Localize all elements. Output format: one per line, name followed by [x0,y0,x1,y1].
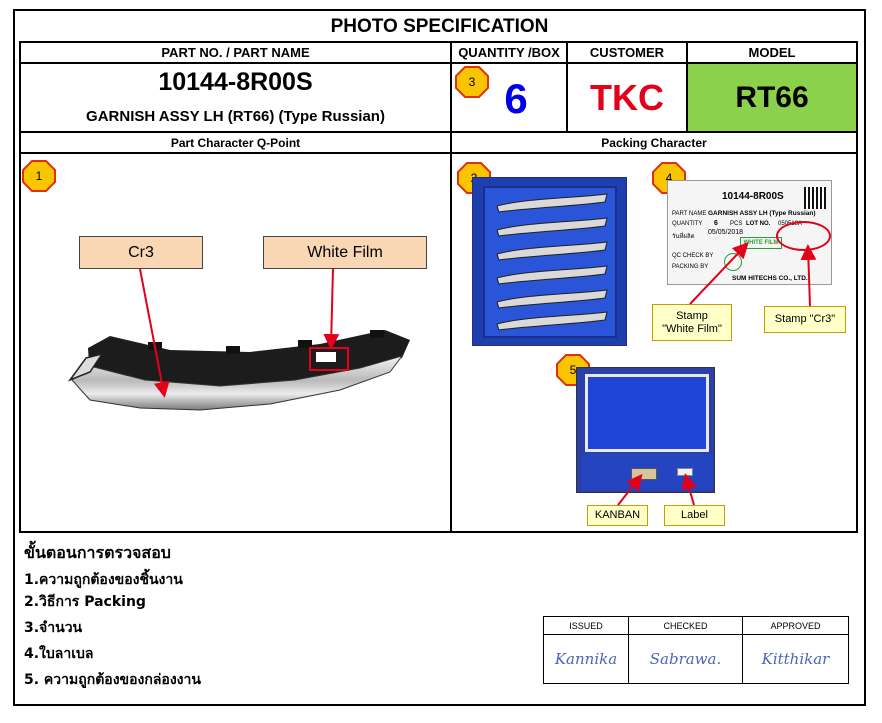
callout-stamp-white-film: Stamp "White Film" [652,304,732,341]
main-body-frame [19,133,858,533]
document-frame [13,9,866,706]
signature-approved: Kitthikar [761,650,830,668]
procedure-title: ขั้นตอนการตรวจสอบ [24,543,171,562]
part-name: GARNISH ASSY LH (RT66) (Type Russian) [86,107,385,125]
callout-arrows-right [617,242,817,506]
quantity-value: 6 [504,75,528,122]
label-card-company: SUM HITECHS CO., LTD. [732,275,808,282]
header-model: MODEL [748,45,796,60]
callout-kanban: KANBAN [587,505,648,526]
procedure-step-2: 2.วิธีการ Packing [24,594,146,610]
label-card-part-name: GARNISH ASSY LH (Type Russian) [708,210,816,217]
signature-table: ISSUED CHECKED APPROVED Kannika Sabrawa.… [543,616,849,684]
header-quantity-box: QUANTITY /BOX [458,45,560,60]
callout-stamp-cr3: Stamp "Cr3" [764,306,846,333]
callout-cr3: Cr3 [79,236,203,269]
tray-photo [472,177,627,346]
procedure-step-4: 4.ใบลาเบล [24,646,94,662]
procedure-step-1: 1.ความถูกต้องของชิ้นงาน [24,572,183,588]
badge-3: 3 [455,66,489,98]
signature-issued-header: ISSUED [569,620,603,631]
document-title: PHOTO SPECIFICATION [330,16,549,37]
customer-value: TKC [590,76,664,118]
stamp-white-film: WHITE FILM [743,240,779,246]
callout-white-film: White Film [263,236,427,269]
section-packing-character: Packing Character [601,136,707,150]
procedure-step-3: 3.จำนวน [24,620,83,636]
model-value: RT66 [688,64,856,131]
callout-label: Label [664,505,725,526]
section-part-character: Part Character Q-Point [170,136,301,150]
signature-approved-header: APPROVED [770,620,821,631]
header-customer: CUSTOMER [589,45,665,60]
callout-arrows-left [139,268,340,398]
header-part-no-name: PART NO. / PART NAME [161,45,310,60]
packing-label-card: 10144-8R00S PART NAME GARNISH ASSY LH (T… [667,180,832,285]
part-number: 10144-8R00S [158,67,313,96]
signature-checked: Sabrawa. [649,650,722,668]
header-row [19,41,858,133]
signature-issued: Kannika [554,650,618,668]
badge-1: 1 [22,160,56,192]
box-photo [576,367,715,493]
signature-checked-header: CHECKED [663,620,708,631]
label-card-part-no: 10144-8R00S [722,191,784,202]
procedure-step-5: 5. ความถูกต้องของกล่องงาน [24,672,201,688]
